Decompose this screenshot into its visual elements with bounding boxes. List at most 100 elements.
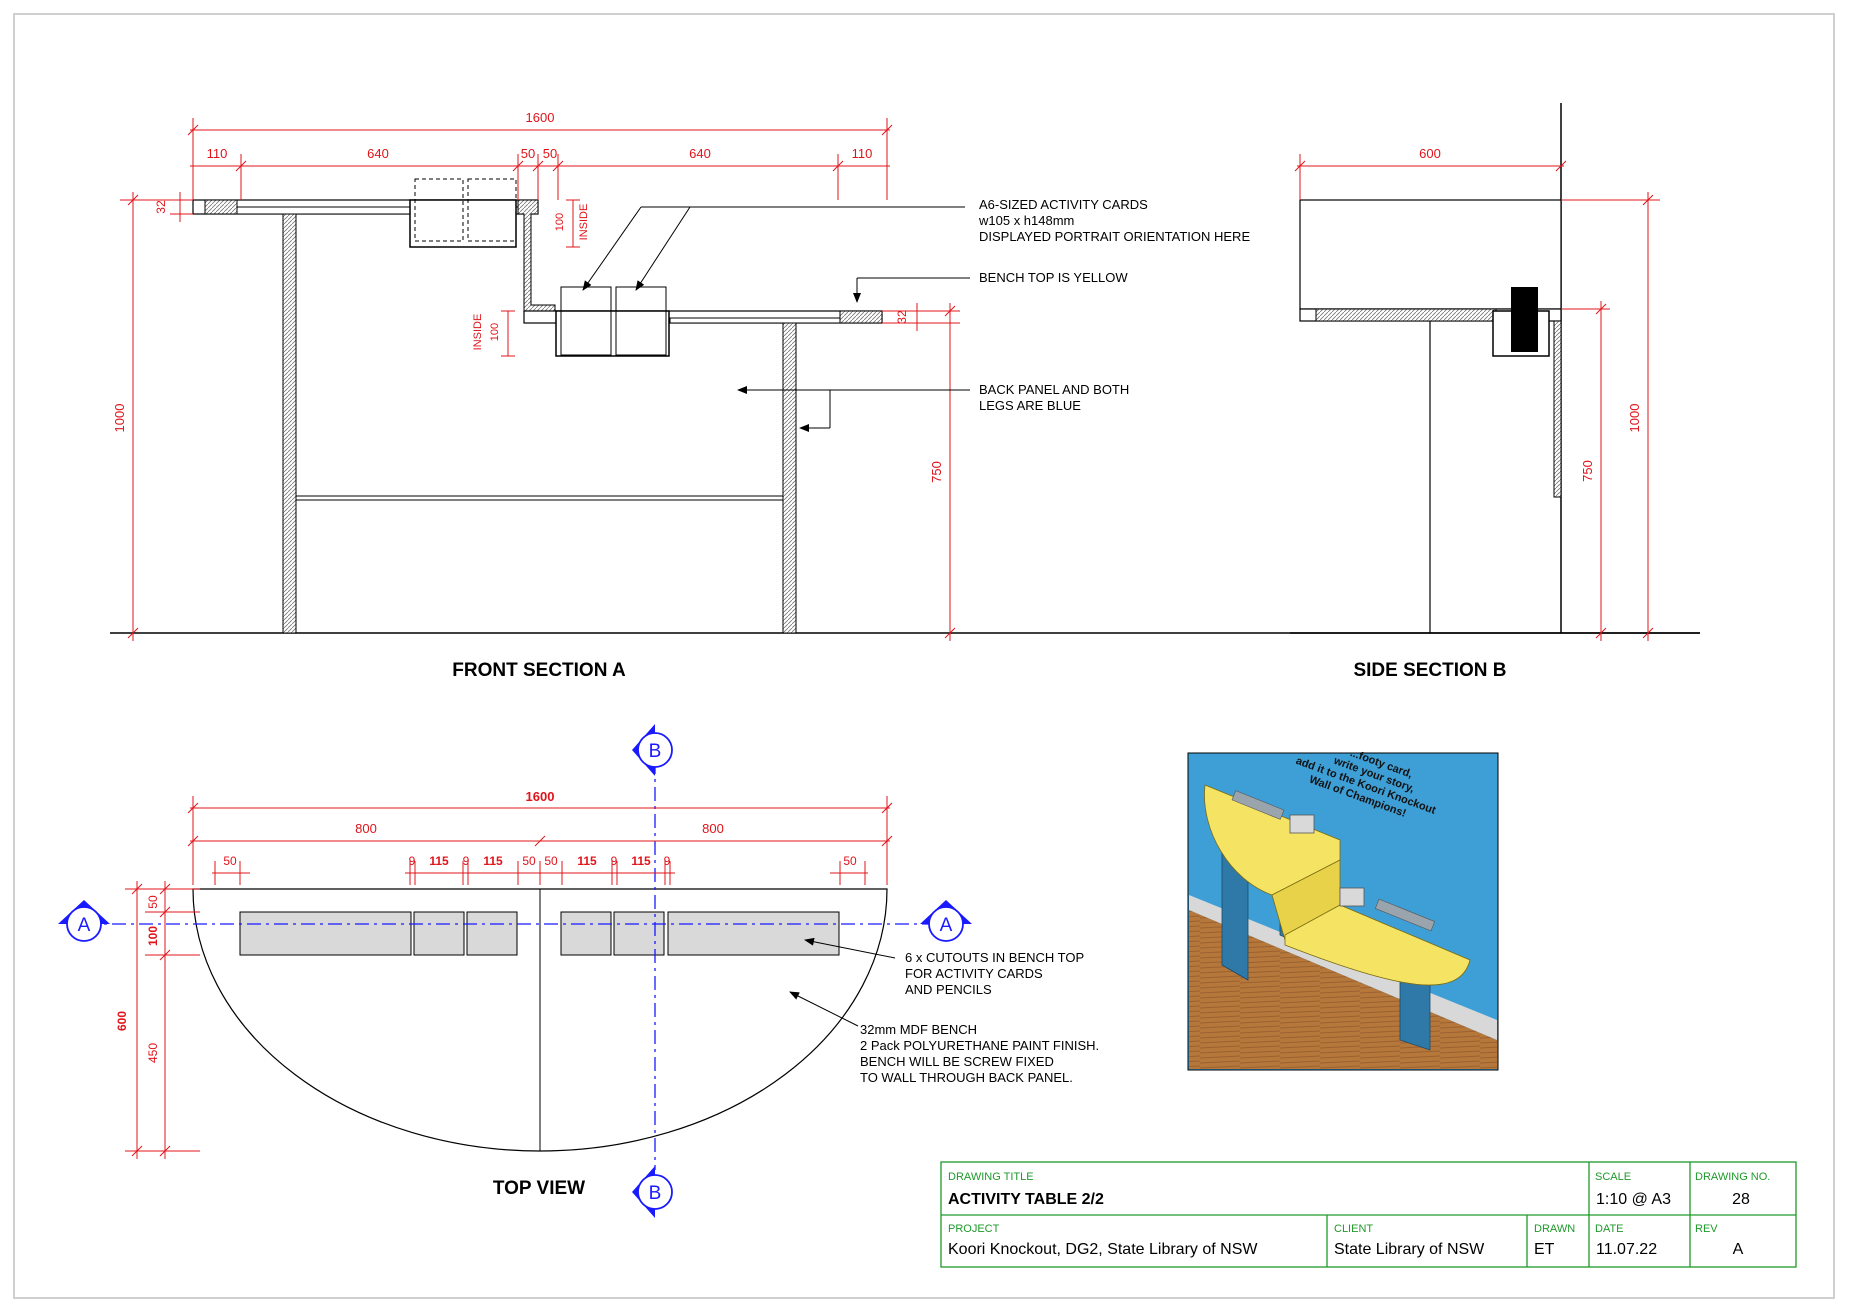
front-dim-overall-width (187, 118, 893, 200)
tb-project-label: PROJECT (948, 1223, 1000, 1235)
front-upper-card-2 (467, 178, 517, 242)
top-dim-115-c: 115 (577, 854, 597, 868)
title-block: DRAWING TITLE ACTIVITY TABLE 2/2 SCALE 1… (940, 1161, 1797, 1268)
top-dim-cutouts (212, 861, 868, 885)
svg-text:B: B (649, 1183, 662, 1204)
front-lower-bench-soffit (669, 317, 841, 324)
front-dim-inside-lower (501, 310, 515, 357)
top-dim-800-left: 800 (355, 821, 377, 836)
tb-drawing-title-label: DRAWING TITLE (948, 1171, 1034, 1183)
front-lower-card-tray (555, 310, 670, 357)
front-note-cards-line1: A6-SIZED ACTIVITY CARDS (979, 197, 1148, 212)
top-cutout-3 (466, 911, 518, 956)
tb-drawing-no: 28 (1732, 1191, 1750, 1208)
front-leader-blue (737, 386, 970, 432)
side-card-block (1511, 287, 1538, 352)
side-section-title: SIDE SECTION B (1353, 660, 1506, 681)
tb-project: Koori Knockout, DG2, State Library of NS… (948, 1241, 1258, 1258)
top-dim-450-depth: 450 (146, 1043, 160, 1063)
front-dim-inside-lower-value: 100 (489, 323, 501, 341)
top-cutout-2 (413, 911, 465, 956)
render-pencil-tray-lower (1374, 898, 1436, 932)
front-dim-32-left-label: 32 (154, 200, 168, 214)
front-dim-32-right (882, 303, 960, 331)
top-note-mdf-line3: BENCH WILL BE SCREW FIXED (860, 1054, 1054, 1069)
top-note-mdf-line2: 2 Pack POLYURETHANE PAINT FINISH. (860, 1038, 1099, 1053)
top-dim-115-b: 115 (483, 854, 503, 868)
top-dim-9-a: 9 (409, 854, 416, 868)
front-left-leg (282, 213, 297, 634)
side-dim-750-label: 750 (1580, 460, 1595, 482)
front-dim-1000-label: 1000 (112, 404, 127, 433)
tb-drawing-title: ACTIVITY TABLE 2/2 (948, 1191, 1104, 1208)
top-note-cutouts-line3: AND PENCILS (905, 982, 992, 997)
side-dim-1000 (1561, 192, 1660, 641)
front-dim-640-right: 640 (689, 146, 711, 161)
top-dim-depths (125, 881, 200, 1159)
front-dim-segments (190, 154, 890, 200)
tb-scale-label: SCALE (1595, 1171, 1631, 1183)
render-pencil-tray-upper (1231, 790, 1285, 820)
front-note-bench-yellow: BENCH TOP IS YELLOW (979, 270, 1128, 285)
top-dim-50-mid-b: 50 (544, 854, 558, 868)
side-dim-600 (1294, 154, 1567, 200)
top-dim-9-c: 9 (611, 854, 618, 868)
front-dim-50-a: 50 (521, 146, 535, 161)
front-step-panel (517, 199, 556, 313)
render-cards-lower (1339, 887, 1365, 907)
top-dim-50-left: 50 (223, 854, 237, 868)
front-dim-110-left: 110 (207, 146, 228, 161)
side-dim-600-label: 600 (1419, 146, 1441, 161)
section-marker-b-bottom: B (632, 1166, 673, 1218)
top-leader-mdf (789, 991, 859, 1027)
front-dim-1000 (120, 192, 190, 641)
top-note-mdf-line1: 32mm MDF BENCH (860, 1022, 977, 1037)
top-dim-50-depth: 50 (146, 895, 160, 909)
front-dim-50-b: 50 (543, 146, 557, 161)
side-dim-1000-label: 1000 (1627, 404, 1642, 433)
tb-drawn: ET (1534, 1241, 1555, 1258)
top-dim-115-d: 115 (631, 854, 651, 868)
top-note-cutouts-line1: 6 x CUTOUTS IN BENCH TOP (905, 950, 1084, 965)
top-dim-9-d: 9 (664, 854, 671, 868)
svg-text:A: A (940, 915, 953, 936)
tb-rev: A (1733, 1241, 1744, 1258)
top-dim-1600-label: 1600 (526, 789, 555, 804)
front-dim-inside-upper-value: 100 (554, 213, 566, 231)
front-dim-inside-lower-label: INSIDE (472, 314, 484, 351)
top-view: A A B B 1600 (58, 724, 1099, 1218)
front-note-cards-line3: DISPLAYED PORTRAIT ORIENTATION HERE (979, 229, 1250, 244)
svg-text:A: A (78, 915, 91, 936)
side-section-b: 600 750 1000 SIDE SECTION B (1290, 103, 1700, 681)
front-dim-inside-upper (566, 199, 580, 248)
section-marker-a-left: A (58, 900, 110, 942)
front-dim-inside-upper-label: INSIDE (578, 204, 590, 241)
side-dim-750 (1561, 301, 1610, 641)
front-dim-110-right: 110 (852, 146, 873, 161)
top-dim-9-b: 9 (463, 854, 470, 868)
tb-date-label: DATE (1595, 1223, 1624, 1235)
render-3d: ...footy card, write your story, add it … (1187, 747, 1499, 1071)
front-dim-640-left: 640 (367, 146, 389, 161)
render-cards-upper (1289, 814, 1315, 834)
front-section-a: 1600 110 640 50 50 640 110 32 (110, 110, 1700, 681)
front-lower-bench-hatch (839, 310, 883, 324)
front-upper-card-1 (414, 178, 464, 242)
front-section-title: FRONT SECTION A (452, 660, 626, 681)
front-right-leg (782, 322, 797, 634)
top-dim-115-a: 115 (429, 854, 449, 868)
front-note-blue-line1: BACK PANEL AND BOTH (979, 382, 1129, 397)
top-dim-100-depth: 100 (146, 926, 160, 946)
front-leader-cards (582, 206, 965, 291)
top-dim-600-depth: 600 (115, 1011, 129, 1031)
top-cutout-4 (560, 911, 612, 956)
front-note-cards-line2: w105 x h148mm (978, 213, 1074, 228)
section-marker-a-right: A (920, 900, 972, 942)
tb-client-label: CLIENT (1334, 1223, 1373, 1235)
front-dim-32-left (170, 192, 193, 222)
tb-client: State Library of NSW (1334, 1241, 1485, 1258)
top-note-mdf-line4: TO WALL THROUGH BACK PANEL. (860, 1070, 1073, 1085)
front-leader-bench-yellow (853, 277, 970, 303)
front-note-blue-line2: LEGS ARE BLUE (979, 398, 1081, 413)
